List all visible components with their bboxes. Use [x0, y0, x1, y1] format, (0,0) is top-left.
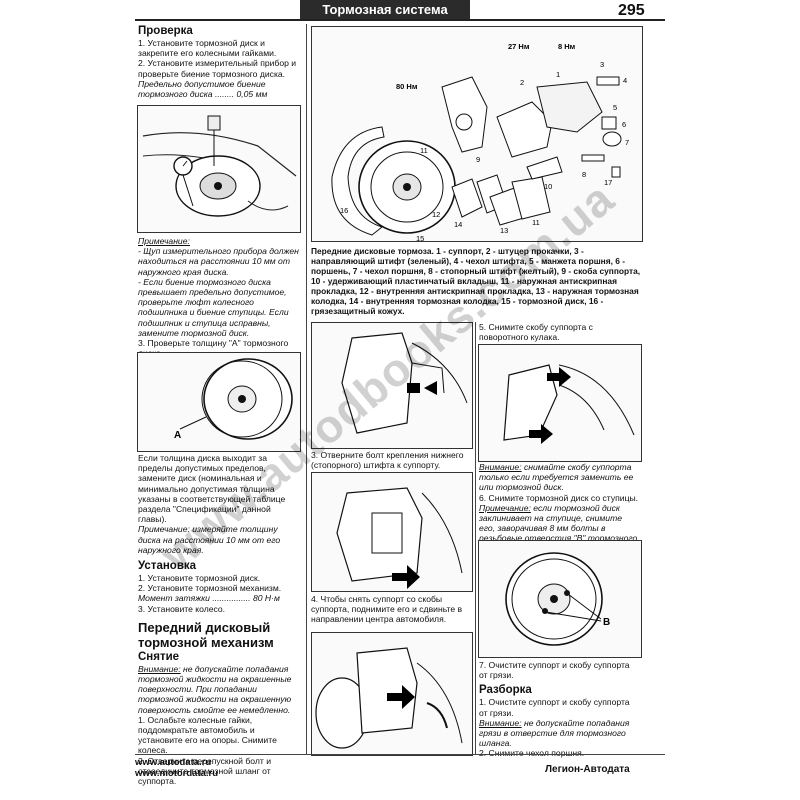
part-no-17: 17 — [604, 178, 612, 187]
part-no-2: 2 — [520, 78, 524, 87]
column-divider-left — [306, 24, 307, 754]
part-no-11-a: 11 — [420, 146, 428, 155]
disassembly-step-1: 1. Очистите суппорт и скобу суппорта от … — [479, 697, 630, 718]
right-column-bottom: 7. Очистите суппорт и скобу суппорта от … — [479, 660, 639, 759]
runout-measurement-figure — [137, 105, 301, 233]
install-step-2: 2. Установите тормозной механизм. — [138, 583, 282, 594]
right-step-6: 6. Снимите тормозной диск со ступицы. — [479, 492, 639, 503]
part-no-3: 3 — [600, 60, 604, 69]
removal-warning: Внимание: не допускайте попадания тормоз… — [138, 663, 292, 715]
removal-heading: Снятие — [138, 650, 180, 663]
disassembly-heading: Разборка — [479, 684, 532, 697]
footer-rule — [135, 754, 665, 755]
right-step-5: 5. Снимите скобу суппорта с поворотного … — [479, 322, 593, 343]
torque-label-8: 8 Нм — [558, 42, 576, 51]
part-no-5: 5 — [613, 103, 617, 112]
column-divider-right — [475, 322, 476, 754]
footer-site-motordata[interactable]: www.motordata.ru — [135, 768, 219, 779]
install-heading: Установка — [138, 560, 197, 573]
part-no-12: 12 — [432, 210, 440, 219]
caliper-bracket-figure — [478, 344, 642, 462]
thickness-text: Если толщина диска выходит за пределы до… — [138, 453, 286, 525]
part-no-4: 4 — [623, 76, 627, 85]
part-no-11-b: 11 — [532, 218, 540, 227]
page-header-title: Тормозная система — [300, 0, 470, 20]
label-b: B — [603, 617, 610, 628]
caliper-bolt-figure — [311, 322, 473, 449]
part-no-6: 6 — [622, 120, 626, 129]
right-column-mid: Внимание: снимайте скобу суппорта только… — [479, 462, 639, 554]
disc-thickness-figure: A — [137, 352, 301, 452]
disassembly-step-2: 2. Снимите чехол поршня. — [479, 748, 639, 758]
page-number: 295 — [618, 2, 645, 19]
note-a: - Щуп измерительного прибора должен нахо… — [138, 246, 299, 277]
right-step-7: 7. Очистите суппорт и скобу суппорта от … — [479, 660, 630, 681]
install-step-3: 3. Установите колесо. — [138, 603, 226, 614]
brake-exploded-diagram: 27 Нм 8 Нм 80 Нм 2 1 3 4 5 6 7 8 9 10 11… — [311, 26, 643, 242]
torque-spec: Момент затяжки ................ 80 Н·м — [138, 593, 280, 604]
caliper-removal-figure — [311, 472, 473, 592]
part-no-13: 13 — [500, 226, 508, 235]
diagram-caption: Передние дисковые тормоза. 1 - суппорт, … — [311, 246, 641, 316]
label-a: A — [174, 430, 181, 441]
removal-step-2: 2. Отверните перепускной болт и отсоедин… — [138, 755, 272, 787]
torque-label-80: 80 Нм — [396, 82, 418, 91]
left-column-top: Проверка 1. Установите тормозной диск и … — [138, 24, 300, 99]
middle-step-4: 4. Чтобы снять суппорт со скобы суппорта… — [311, 594, 463, 625]
part-no-9: 9 — [476, 155, 480, 164]
caliper-lift-figure — [311, 632, 473, 756]
part-no-15: 15 — [416, 234, 424, 241]
left-column-notes: Примечание: - Щуп измерительного прибора… — [138, 236, 300, 358]
check-step-1: 1. Установите тормозной диск и закрепите… — [138, 38, 277, 59]
middle-step-3: 3. Отверните болт крепления нижнего (сто… — [311, 450, 464, 471]
header-rule — [135, 19, 665, 21]
removal-step-1: 1. Ослабьте колесные гайки, поддомкратьт… — [138, 714, 277, 756]
torque-label-27: 27 Нм — [508, 42, 530, 51]
thickness-note: Примечание: измеряйте толщину диска на р… — [138, 524, 281, 555]
part-no-7: 7 — [625, 138, 629, 147]
disc-removal-figure: B — [478, 540, 642, 658]
runout-limit: Предельно допустимое биение тормозного д… — [138, 78, 268, 100]
install-step-1: 1. Установите тормозной диск. — [138, 573, 261, 584]
note-b: - Если биение тормозного диска превышает… — [138, 276, 289, 338]
check-heading: Проверка — [138, 25, 193, 37]
part-no-14: 14 — [454, 220, 462, 229]
footer-publisher: Легион-Автодата — [545, 764, 630, 775]
note-title: Примечание: — [138, 236, 190, 246]
disassembly-warning: Внимание: не допускайте попадания грязи … — [479, 717, 630, 749]
part-no-1-a: 1 — [556, 70, 560, 79]
check-step-2: 2. Установите измерительный прибор и про… — [138, 58, 297, 79]
footer-sites: www.autodata.ru www.motordata.ru — [135, 757, 218, 779]
part-no-10: 10 — [544, 182, 552, 191]
right-warning: Внимание: снимайте скобу суппорта только… — [479, 462, 634, 493]
left-column-bottom: Если толщина диска выходит за пределы до… — [138, 453, 300, 786]
part-no-16: 16 — [340, 206, 348, 215]
front-brake-heading: Передний дисковый тормозной механизм — [138, 619, 274, 650]
footer-site-autodata[interactable]: www.autodata.ru — [135, 757, 212, 768]
part-no-8: 8 — [582, 170, 586, 179]
